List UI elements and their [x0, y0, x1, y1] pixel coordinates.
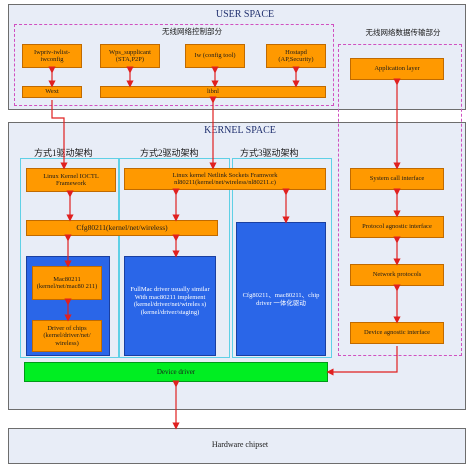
device-driver-box: Device driver — [24, 362, 328, 382]
ioctl-framework: Linux Kernel IOCTL Framework — [26, 168, 116, 192]
stack-device-agnostic: Device agnostic interface — [350, 322, 444, 344]
tool-iwpriv: Iwpriv-iwlist-iwconfig — [22, 44, 82, 68]
hardware-region — [8, 428, 466, 464]
method3-label: 方式3驱动架构 — [240, 148, 299, 158]
method1-frame — [20, 158, 120, 358]
stack-protocol-agnostic: Protocol agnostic interface — [350, 216, 444, 238]
data-path-area — [338, 44, 462, 356]
user-control-area — [14, 24, 334, 106]
wext-box: Wext — [22, 86, 82, 98]
fullmac-driver-block — [124, 256, 216, 356]
method2-frame — [118, 158, 230, 358]
integrated-driver-text: Cfg80211、mac80211、chip driver 一体化驱动 — [242, 292, 320, 307]
method1-label: 方式1驱动架构 — [34, 148, 93, 158]
user-space-subtitle: 无线网络控制部分 — [162, 27, 222, 36]
integrated-driver-block — [236, 222, 326, 356]
tool-hostapd: Hostapd (AP,Security) — [266, 44, 326, 68]
stack-system-call: System call interface — [350, 168, 444, 190]
stack-application-layer: Application layer — [350, 58, 444, 80]
tool-iw: Iw (config tool) — [185, 44, 245, 68]
hardware-label: Hardware chipset — [211, 440, 269, 449]
tool-wps-supplicant: Wps_supplicant (STA,P2P) — [100, 44, 160, 68]
chip-driver-box: Driver of chips (kernel/driver/net/ wire… — [32, 320, 102, 352]
method2-label: 方式2驱动架构 — [140, 148, 199, 158]
libnl-box: libnl — [100, 86, 326, 98]
mac80211-box: Mac80211 (kernel/net/mac80 211) — [32, 266, 102, 300]
netlink-framework: Linux kernel Netlink Sockets Framwork nl… — [124, 168, 326, 190]
data-path-title: 无线网络数据传输部分 — [365, 28, 441, 37]
cfg80211-box: Cfg80211(kernel/net/wireless) — [26, 220, 218, 236]
kernel-space-title: KERNEL SPACE — [204, 125, 276, 136]
stack-network-protocols: Network protocols — [350, 264, 444, 286]
method3-frame — [232, 158, 332, 358]
fullmac-driver-text: FullMac driver usually similar With mac8… — [130, 286, 210, 316]
user-space-title: USER SPACE — [215, 9, 275, 20]
